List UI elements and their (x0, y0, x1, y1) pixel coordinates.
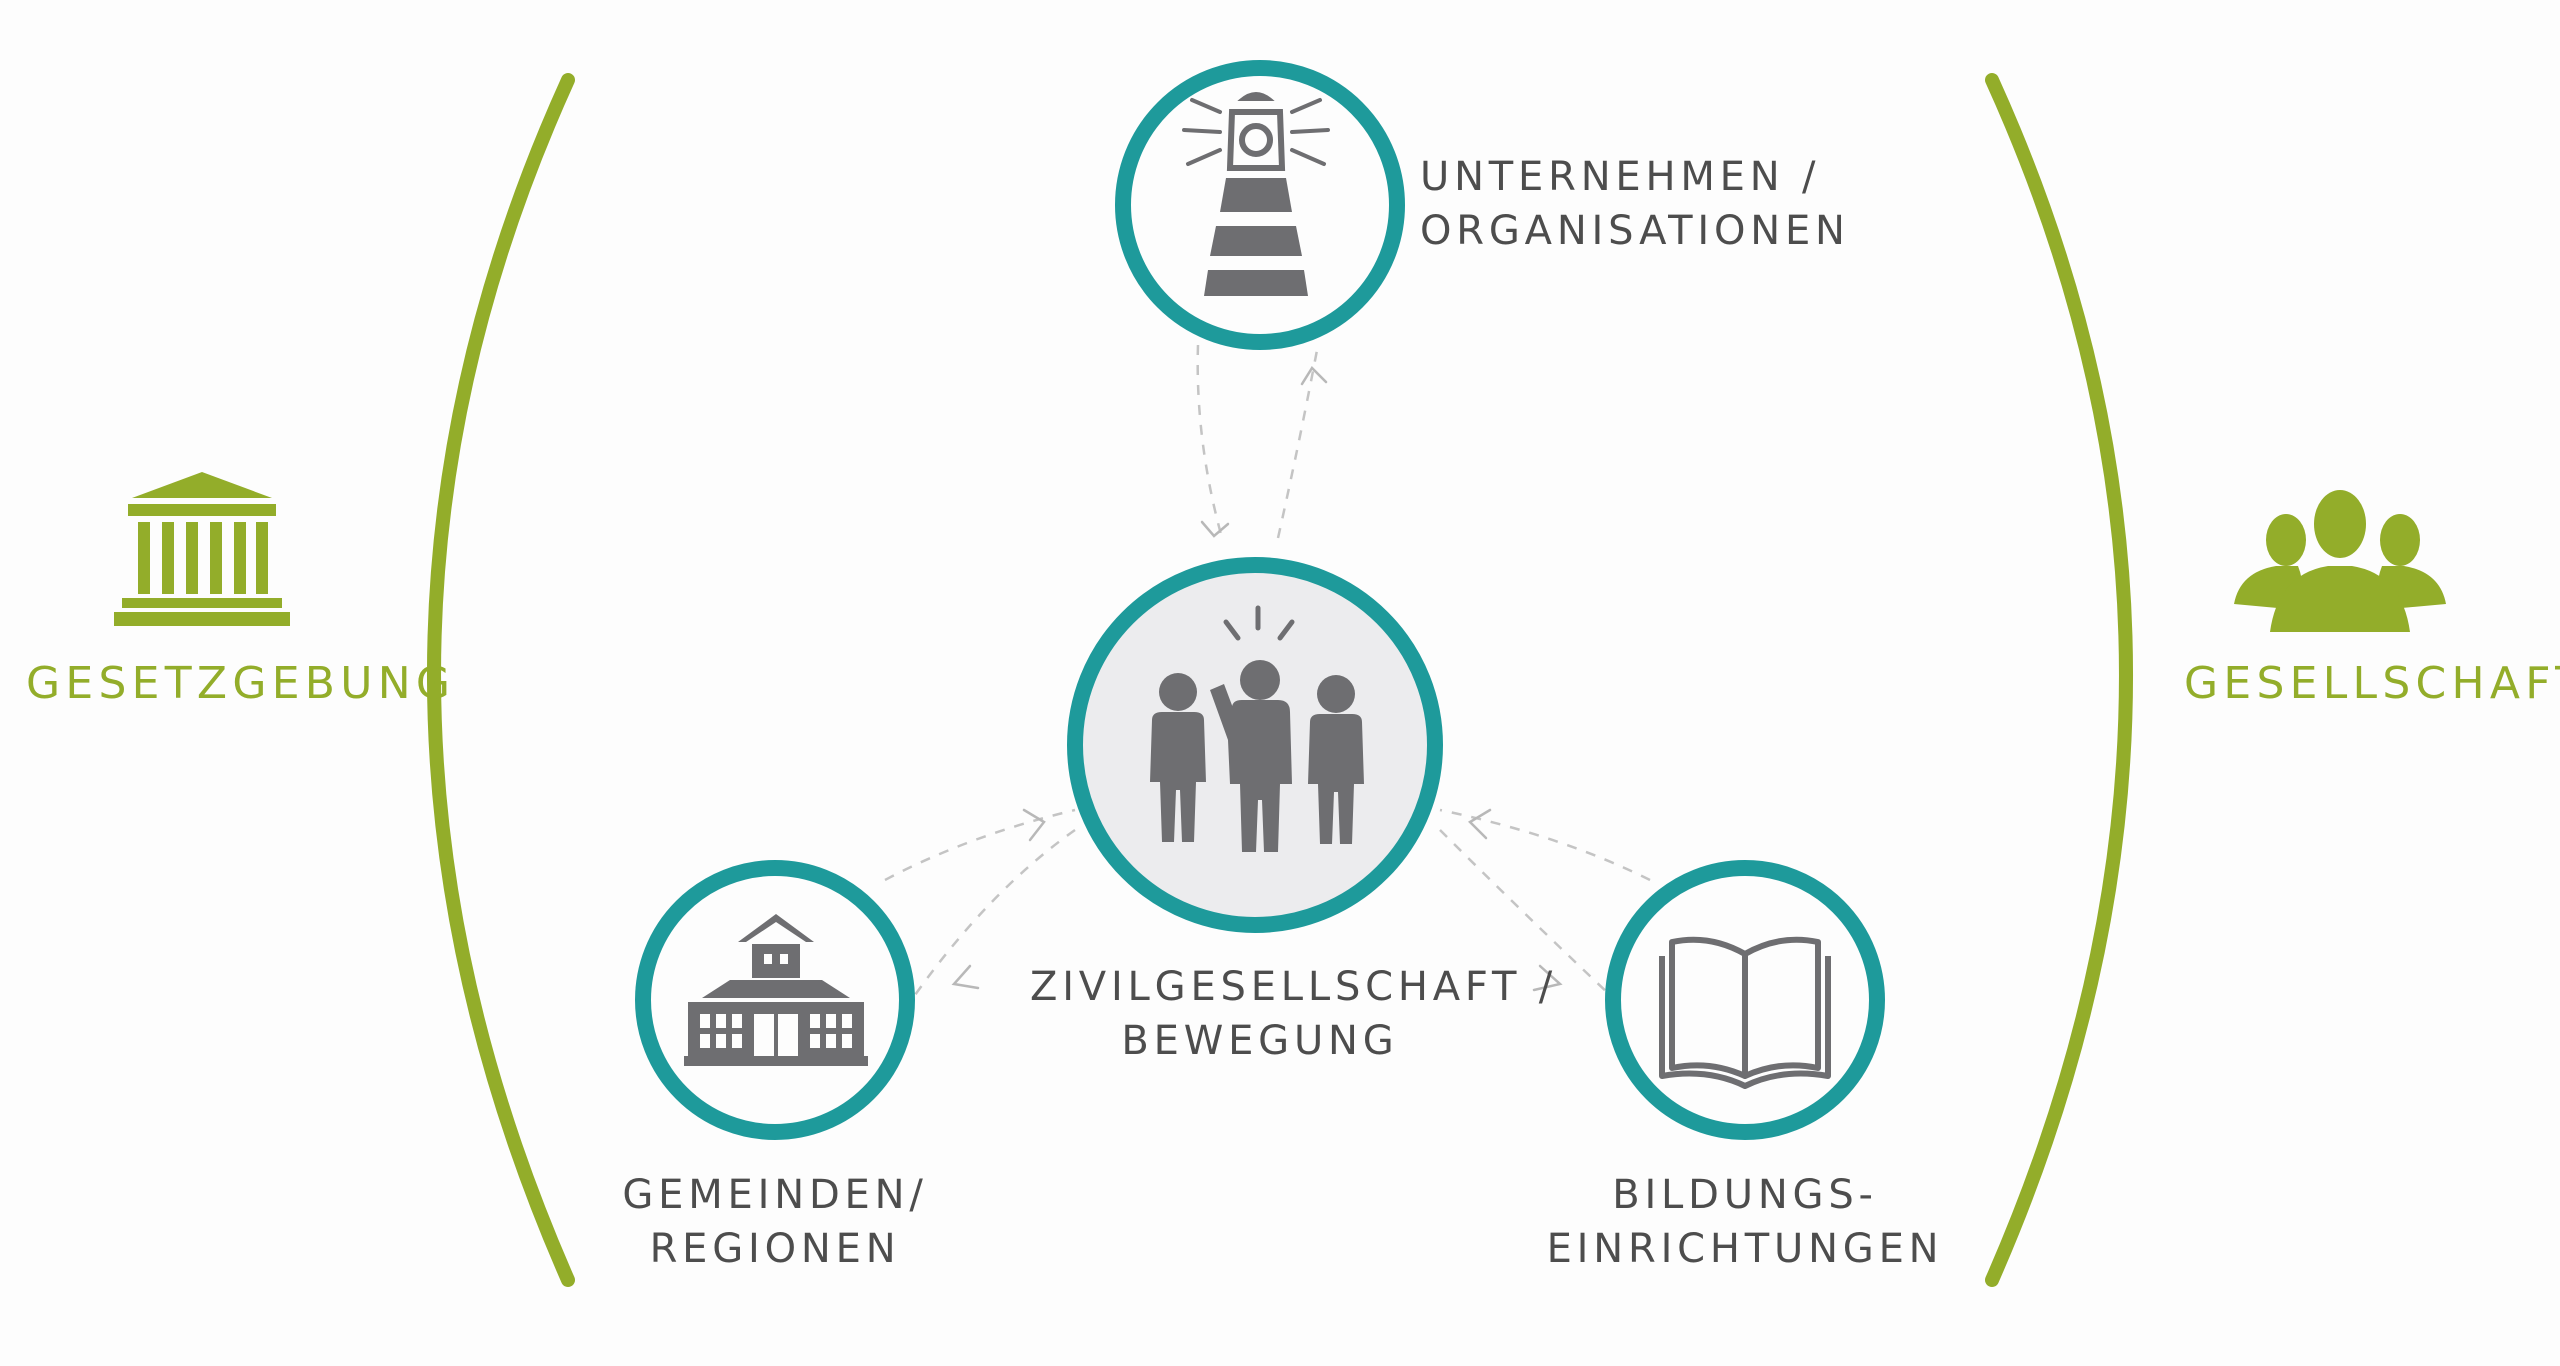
classical-building-icon (114, 472, 290, 626)
node-left-label: GEMEINDEN/ REGIONEN (600, 1168, 950, 1276)
connector-right-to-center (1439, 808, 1651, 882)
activist-group-icon (1150, 605, 1364, 852)
right-side-label: GESELLSCHAFT (2184, 654, 2560, 713)
arrowhead-top-out (1300, 366, 1328, 386)
connectors (884, 344, 1651, 996)
node-left (635, 860, 915, 1140)
node-center (1067, 557, 1443, 933)
node-top-label-line-1: UNTERNEHMEN / (1420, 154, 1821, 200)
right-bracket (1985, 73, 2133, 1287)
arrowhead-top-in (1200, 520, 1230, 538)
connector-left-to-center (884, 808, 1076, 882)
node-right-label-line-1: BILDUNGS- (1612, 1172, 1878, 1218)
arrowhead-left-out (951, 964, 980, 990)
left-side-label-text: GESETZGEBUNG (26, 658, 456, 709)
node-right-label: BILDUNGS- EINRICHTUNGEN (1530, 1168, 1960, 1276)
people-group-icon (2234, 490, 2446, 632)
lighthouse-icon (1182, 92, 1330, 296)
arrowhead-left-in (1022, 808, 1046, 842)
connector-center-to-left (913, 828, 1076, 996)
left-bracket (427, 73, 575, 1287)
node-top-label-line-2: ORGANISATIONEN (1420, 208, 1850, 254)
node-left-label-line-2: REGIONEN (649, 1226, 901, 1272)
left-side-label: GESETZGEBUNG (26, 654, 455, 713)
arrowhead-right-out (1532, 964, 1563, 992)
arrowheads (951, 366, 1563, 992)
node-top-label: UNTERNEHMEN / ORGANISATIONEN (1420, 150, 1850, 258)
node-center-label: ZIVILGESELLSCHAFT / BEWEGUNG (1030, 960, 1558, 1068)
open-book-icon (1659, 936, 1831, 1089)
right-side-label-text: GESELLSCHAFT (2184, 658, 2560, 709)
node-right (1605, 860, 1885, 1140)
node-left-label-line-1: GEMEINDEN/ (622, 1172, 928, 1218)
connector-top-to-center (1196, 344, 1224, 539)
connector-center-to-top (1276, 344, 1320, 539)
node-left-ring (635, 860, 915, 1140)
node-center-label-line-2: BEWEGUNG (1121, 1018, 1399, 1064)
node-top (1115, 60, 1405, 350)
node-right-label-line-2: EINRICHTUNGEN (1546, 1226, 1944, 1272)
arrowhead-right-in (1467, 808, 1492, 840)
connector-center-to-right (1439, 829, 1611, 996)
node-center-label-line-1: ZIVILGESELLSCHAFT / (1030, 964, 1558, 1010)
